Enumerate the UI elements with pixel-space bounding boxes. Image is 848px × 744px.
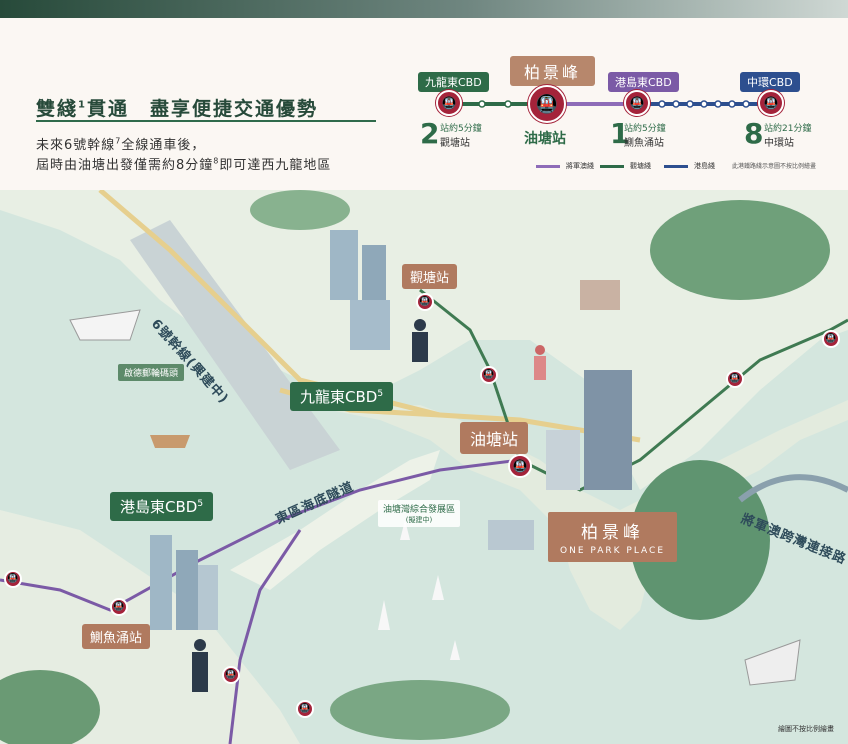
headline-rule xyxy=(36,120,376,122)
tag-hong-kong-east-cbd: 港島東CBD xyxy=(608,72,679,92)
legend-swatch-island xyxy=(664,164,688,168)
route-stop-dots xyxy=(478,100,750,108)
tag-central-cbd: 中環CBD xyxy=(740,72,800,92)
top-gradient-bar xyxy=(0,0,848,18)
label-quarry-bay-station: 鰂魚涌站 xyxy=(82,624,151,649)
label-yau-tong-station: 油塘站 xyxy=(460,422,529,454)
train-marker-south: 🚇 xyxy=(222,666,240,684)
label-kowloon-east-cbd: 九龍東CBD5 xyxy=(290,382,394,411)
kwe-destination: 觀塘站 xyxy=(440,138,470,149)
train-marker-west: 🚇 xyxy=(4,570,22,588)
scale-note: 繪圖不按比例繪畫 xyxy=(778,725,834,733)
page-headline: 雙綫1貫通 盡享便捷交通優勢 xyxy=(36,98,318,120)
kwun-tong-line-segment xyxy=(450,102,550,106)
train-icon-central: 🚇 xyxy=(758,90,784,116)
legend-note: 此港鐵路綫示意圖不按比例繪畫 xyxy=(732,163,817,170)
hke-destination: 鰂魚涌站 xyxy=(624,138,664,149)
train-icon-yau-tong: 🚇 xyxy=(528,85,566,123)
train-icon-quarry-bay: 🚇 xyxy=(624,90,650,116)
tag-one-park-place: 柏景峰 xyxy=(510,56,596,86)
subline-2: 屆時由油塘出發僅需約8分鐘8即可達西九龍地區 xyxy=(36,156,332,173)
central-destination: 中環站 xyxy=(764,138,794,149)
train-icon-kwun-tong: 🚇 xyxy=(436,90,462,116)
yau-tong-station-label: 油塘站 xyxy=(524,131,566,147)
kwe-stop-time: 站約5分鐘 xyxy=(440,124,482,134)
tko-line-segment xyxy=(550,102,640,106)
central-stop-count: 8 xyxy=(744,117,764,150)
subline-1: 未來6號幹線7全線通車後， xyxy=(36,136,206,153)
central-stop-time: 站約21分鐘 xyxy=(764,124,812,134)
illustrated-map: 🚇 🚇 🚇 🚇 🚇 🚇 🚇 🚇 🚇 觀塘站 九龍東CBD5 油塘站 港島東CBD… xyxy=(0,190,848,744)
legend-swatch-tko xyxy=(536,164,560,168)
label-kwun-tong-station: 觀塘站 xyxy=(402,264,458,289)
train-marker-route: 🚇 xyxy=(480,366,498,384)
label-cruise-terminal: 啟德郵輪碼頭 xyxy=(118,364,185,381)
train-marker-yau-tong: 🚇 xyxy=(508,454,532,478)
hke-stop-count: 1 xyxy=(610,117,630,150)
legend-swatch-kwun-tong xyxy=(600,164,624,168)
train-marker-east: 🚇 xyxy=(822,330,840,348)
hke-stop-time: 站約5分鐘 xyxy=(624,124,666,134)
train-marker-quarry-bay: 🚇 xyxy=(110,598,128,616)
label-yau-tong-bay-development: 油塘灣綜合發展區(擬建中) xyxy=(378,500,461,527)
mtr-route-diagram: 九龍東CBD 柏景峰 港島東CBD 中環CBD 🚇 🚇 🚇 🚇 2 站約5分鐘 … xyxy=(410,40,830,180)
train-marker-south-2: 🚇 xyxy=(296,700,314,718)
train-marker-tko: 🚇 xyxy=(726,370,744,388)
kwe-stop-count: 2 xyxy=(420,117,440,150)
label-hong-kong-east-cbd: 港島東CBD5 xyxy=(110,492,214,521)
tag-kowloon-east-cbd: 九龍東CBD xyxy=(418,72,489,92)
legend-tko: 將軍澳綫 xyxy=(536,161,594,171)
train-marker-kwun-tong: 🚇 xyxy=(416,293,434,311)
legend-island: 港島綫 xyxy=(664,161,715,171)
legend-kwun-tong: 觀塘綫 xyxy=(600,161,651,171)
